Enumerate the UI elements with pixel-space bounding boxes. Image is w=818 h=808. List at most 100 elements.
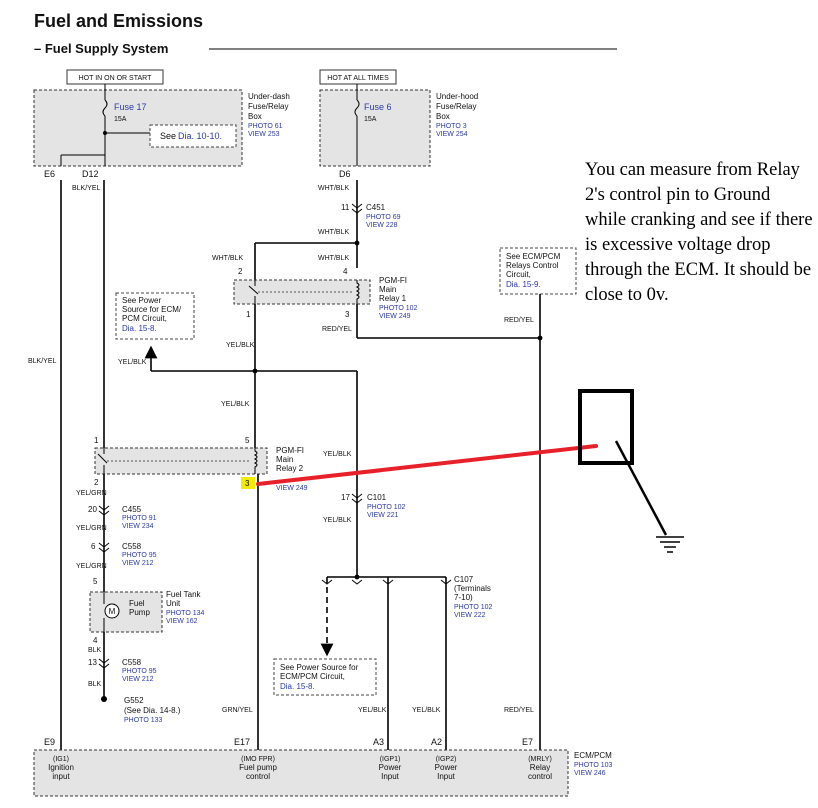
wire-label-red-yel-2: RED/YEL <box>504 317 534 324</box>
relay2-pin-3-highlight <box>241 477 255 489</box>
motor-label: M <box>109 607 116 616</box>
relays-ref-3: Circuit, <box>506 270 531 279</box>
wire-label-red-yel-1: RED/YEL <box>322 326 352 333</box>
ecm-pin-label-1: Power <box>435 763 458 772</box>
ecm-pin-e9: E9 (IG1) Ignition input <box>44 737 74 781</box>
power-source-ref-box-upper <box>115 292 195 340</box>
c455-connector-icon <box>98 505 110 516</box>
ecm-pin-label-1: Ignition <box>48 763 74 772</box>
relay2-pin-2: 2 <box>94 478 99 487</box>
pump-name-4: Pump <box>129 608 150 617</box>
ecm-pin-label-1: Power <box>379 763 402 772</box>
fuse-17-label: Fuse 17 <box>114 102 147 112</box>
underhood-name-1: Under-hood <box>436 92 478 101</box>
page-title: Fuel and Emissions <box>34 11 203 31</box>
relays-ref-2: Relays Control <box>506 261 559 270</box>
power-ref-1: See Power <box>122 296 161 305</box>
relay2-pin-1: 1 <box>94 436 99 445</box>
wire-label-yel-blk-1: YEL/BLK <box>226 342 255 349</box>
ecm-pin-a3: A3 (IGP1) Power Input <box>373 737 402 781</box>
relays-control-ref-box <box>499 247 577 295</box>
pump-name-3: Fuel <box>129 599 145 608</box>
wire-label-wht-blk-3: WHT/BLK <box>212 255 243 262</box>
underhood-name-2: Fuse/Relay <box>436 102 476 111</box>
annotation-red-line <box>256 444 598 486</box>
wire-label-yel-blk-6: YEL/BLK <box>358 707 387 714</box>
wire-label-yel-grn-3: YEL/GRN <box>76 563 107 570</box>
relay1-pin-4: 4 <box>343 267 348 276</box>
splice-dot <box>252 368 258 374</box>
fuse-6-amps: 15A <box>364 116 377 123</box>
relay1-pin-3: 3 <box>345 310 350 319</box>
underdash-name-2: Fuse/Relay <box>248 102 288 111</box>
c558b-name: C558 <box>122 658 142 667</box>
underdash-name-3: Box <box>248 112 262 121</box>
terminal-d12: D12 <box>82 169 99 179</box>
c558b-photo: PHOTO 95 <box>122 668 157 675</box>
annotation-note: You can measure from Relay 2's control p… <box>585 160 813 305</box>
c455-view: VIEW 234 <box>122 523 154 530</box>
power-ref-2: Source for ECM/ <box>122 305 182 314</box>
section-subtitle: – Fuel Supply System <box>34 41 168 56</box>
relay2-pin-3: 3 <box>245 479 250 488</box>
terminal-d6: D6 <box>339 169 351 179</box>
ecm-pin-label-2: control <box>528 772 552 781</box>
c107-view: VIEW 222 <box>454 612 486 619</box>
splice-dot <box>354 574 360 580</box>
underhood-view: VIEW 254 <box>436 131 468 138</box>
ecm-pin-label-2: control <box>246 772 270 781</box>
ecm-pin-code: (IGP1) <box>380 756 401 763</box>
c558a-pin: 6 <box>91 542 96 551</box>
pump-pin-5: 5 <box>93 577 98 586</box>
wire-label-red-yel-3: RED/YEL <box>504 707 534 714</box>
c558a-connector-icon <box>98 542 110 553</box>
c107-name: C107 <box>454 575 474 584</box>
wire-label-wht-blk-1: WHT/BLK <box>318 185 349 192</box>
ground-see: (See Dia. 14-8.) <box>124 706 181 715</box>
c451-photo: PHOTO 69 <box>366 214 401 221</box>
ecm-pin-code: (IGP2) <box>436 756 457 763</box>
c558a-photo: PHOTO 95 <box>122 552 157 559</box>
ground-symbol-icon <box>656 536 684 553</box>
power-ref-3: PCM Circuit, <box>122 314 167 323</box>
ecm-pcm-box <box>33 749 569 797</box>
pump-pin-4: 4 <box>93 636 98 645</box>
wire-label-yel-blk-5: YEL/BLK <box>323 517 352 524</box>
power-ref-4: Dia. 15-8. <box>122 324 157 333</box>
ecm-terminal: A3 <box>373 737 384 747</box>
c107-connector-icon <box>321 579 452 585</box>
ecm-terminal: E17 <box>234 737 250 747</box>
relay1-photo: PHOTO 102 <box>379 305 417 312</box>
hot-label-underdash: HOT IN ON OR START <box>79 75 152 82</box>
ecm-pin-label-1: Fuel pump <box>239 763 277 772</box>
relays-ref-1: See ECM/PCM <box>506 252 561 261</box>
relay1-view: VIEW 249 <box>379 313 411 320</box>
underhood-name-3: Box <box>436 112 450 121</box>
c451-name: C451 <box>366 203 386 212</box>
relay1-pin-2: 2 <box>238 267 243 276</box>
ecm-name: ECM/PCM <box>574 751 612 760</box>
ecm-pin-code: (MRLY) <box>528 756 552 763</box>
pump-view: VIEW 162 <box>166 618 198 625</box>
power2-ref-3: Dia. 15-8. <box>280 682 315 691</box>
ecm-pin-label-2: Input <box>381 772 400 781</box>
ecm-pin-e7: E7 (MRLY) Relay control <box>522 737 552 781</box>
c558b-pin: 13 <box>88 658 97 667</box>
c451-view: VIEW 228 <box>366 222 398 229</box>
ecm-photo: PHOTO 103 <box>574 762 612 769</box>
ground-name: G552 <box>124 696 144 705</box>
ecm-pin-label-2: input <box>52 772 70 781</box>
c107-sub-1: (Terminals <box>454 584 491 593</box>
relay2-pin-5: 5 <box>245 436 250 445</box>
relay1-name-3: Relay 1 <box>379 294 407 303</box>
wire-label-yel-blk-3: YEL/BLK <box>221 401 250 408</box>
ground-photo: PHOTO 133 <box>124 717 162 724</box>
c101-pin: 17 <box>341 493 350 502</box>
ecm-pin-code: (IMO FPR) <box>241 756 275 763</box>
see-dia-10-10-box <box>149 124 237 148</box>
wire-label-blk-yel-top: BLK/YEL <box>72 185 101 192</box>
ground-icon <box>101 696 107 702</box>
underdash-view: VIEW 253 <box>248 131 280 138</box>
ecm-terminal: E7 <box>522 737 533 747</box>
